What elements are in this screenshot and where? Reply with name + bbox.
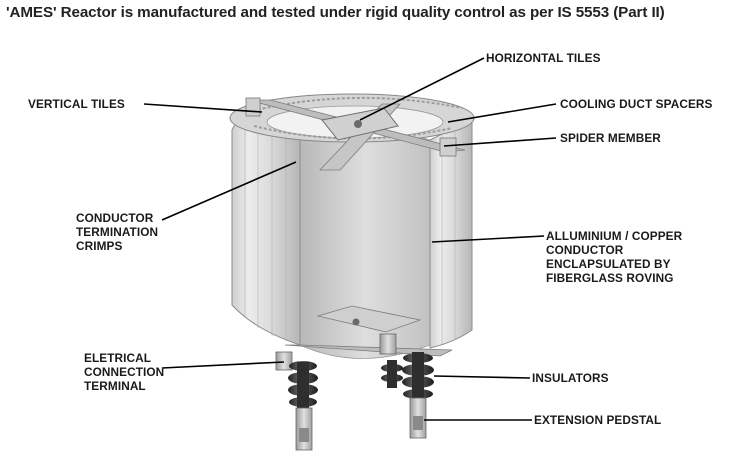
label-vertical-tiles: VERTICAL TILES: [28, 97, 125, 111]
extension-pedestal-right: [409, 397, 427, 439]
spider-member-bottom: [284, 305, 453, 357]
leader-terminal: [161, 361, 285, 369]
label-spider-member: SPIDER MEMBER: [560, 131, 661, 145]
leader-horizontal-tiles: [359, 57, 485, 121]
leader-conductor: [431, 235, 545, 243]
label-conductor: ALLUMINIUM / COPPER CONDUCTOR ENCLAPSULA…: [546, 229, 683, 285]
page-title: 'AMES' Reactor is manufactured and teste…: [6, 4, 665, 21]
leader-crimps: [161, 161, 297, 221]
label-extension-pedestal: EXTENSION PEDSTAL: [534, 413, 662, 427]
label-electrical-connection-terminal: ELETRICAL CONNECTION TERMINAL: [84, 351, 165, 393]
spider-member-top: [245, 97, 466, 171]
leader-spider-member: [443, 137, 557, 147]
extension-pedestal-left: [295, 407, 313, 451]
insulator-right: [379, 333, 434, 399]
leader-cooling-duct: [447, 103, 557, 123]
label-cooling-duct-spacers: COOLING DUCT SPACERS: [560, 97, 713, 111]
label-insulators: INSULATORS: [532, 371, 609, 385]
leader-insulators: [433, 375, 531, 379]
label-horizontal-tiles: HORIZONTAL TILES: [486, 51, 601, 65]
insulator-left: [275, 351, 318, 408]
leader-vertical-tiles: [143, 103, 263, 113]
leader-lines: [143, 57, 557, 421]
label-conductor-termination-crimps: CONDUCTOR TERMINATION CRIMPS: [76, 211, 159, 253]
